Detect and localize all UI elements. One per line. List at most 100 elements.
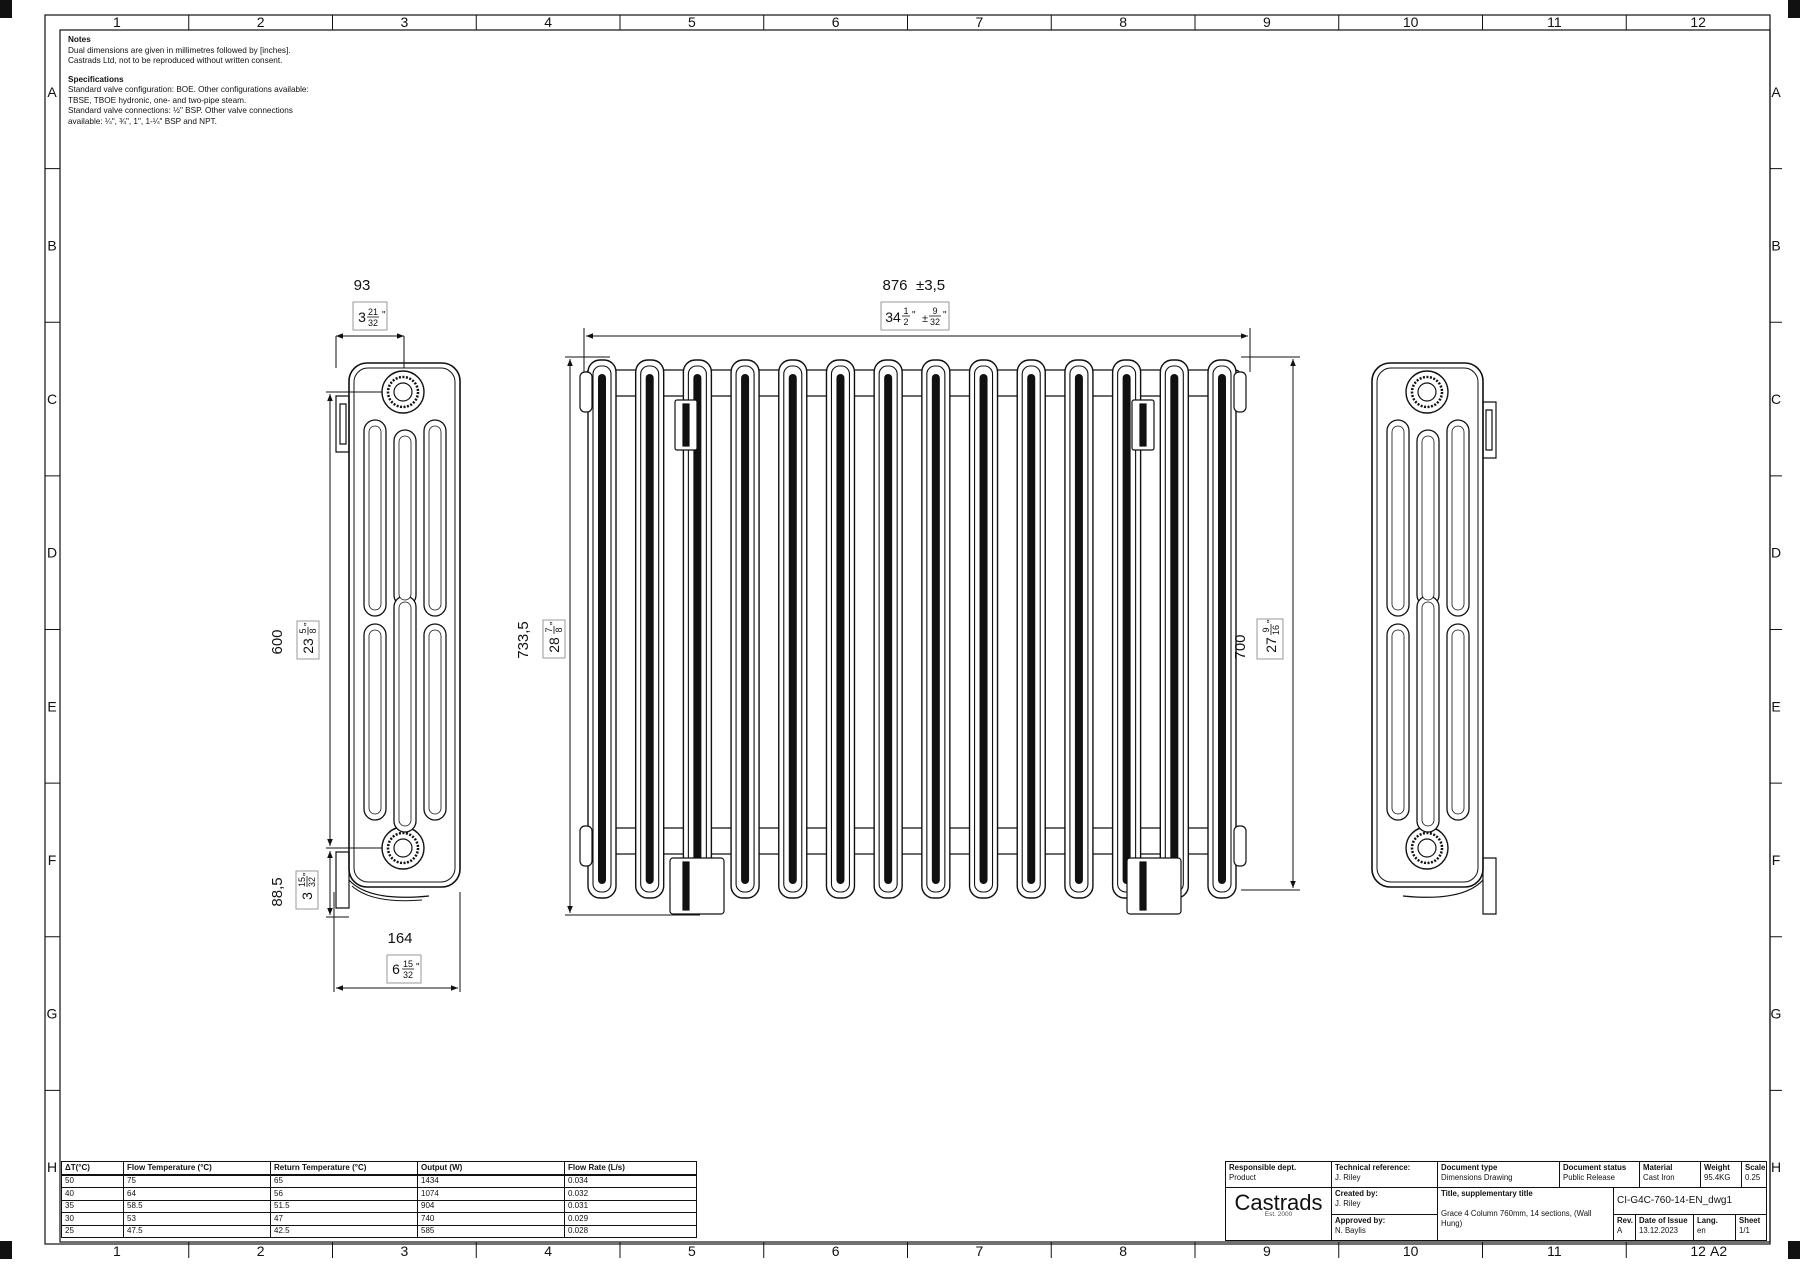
spec-line: Standard valve configuration: BOE. Other… — [68, 85, 309, 94]
dim-length-tol-in-mark: " — [943, 310, 947, 321]
radiator-section — [1207, 359, 1237, 899]
dim-length-in-den: 2 — [903, 317, 908, 327]
table-row: 50 75 65 1434 0.034 — [61, 1174, 697, 1188]
zone-row-label: E — [47, 698, 56, 714]
radiator-section — [730, 359, 760, 899]
zone-row-label: B — [47, 237, 56, 253]
dim-length-tol-in-num: 9 — [932, 306, 937, 316]
weight-label: Weight — [1704, 1163, 1730, 1172]
radiator-section — [778, 359, 808, 899]
side-view-left — [335, 362, 461, 909]
end-plugs — [579, 371, 1247, 867]
radiator-section — [921, 359, 951, 899]
radiator-section — [634, 359, 665, 899]
zone-column-label: 12 — [1690, 14, 1706, 30]
dim-bottom-in-den: 32 — [307, 877, 317, 887]
dim-centres-in-num: 5 — [298, 628, 308, 633]
dim-side-width-in-num: 21 — [368, 307, 378, 317]
dim-bottom-mm: 88,5 — [269, 877, 286, 906]
document-type-value: Dimensions Drawing — [1441, 1173, 1513, 1182]
dim-height-in-whole: 27 — [1263, 637, 1279, 653]
zone-row-label: B — [1771, 237, 1780, 253]
dim-centres-in-den: 8 — [308, 628, 318, 633]
dim-depth-mm: 164 — [387, 930, 412, 947]
dim-overall-height-in-den: 8 — [554, 627, 564, 632]
notes-heading: Notes — [68, 35, 91, 44]
drawing-number: CI-G4C-760-14-EN_dwg1 — [1617, 1195, 1733, 1206]
zone-grid — [45, 15, 1782, 1258]
table-cell: 1434 — [417, 1174, 565, 1188]
sheet-value: 1/1 — [1739, 1226, 1750, 1235]
dimension-lines-front — [565, 328, 1300, 916]
front-view — [579, 359, 1247, 915]
radiator-section — [825, 359, 856, 899]
dim-length-tol-sign: ± — [922, 313, 928, 325]
revision-cell: Rev. A — [1613, 1214, 1636, 1241]
performance-table: ΔT(°C) Flow Temperature (°C) Return Temp… — [61, 1161, 697, 1238]
title-label: Title, supplementary title — [1441, 1189, 1533, 1198]
table-cell: 65 — [270, 1174, 418, 1188]
dim-length-tol-mm: ±3,5 — [916, 277, 945, 294]
dim-overall-height-in-mark: " — [549, 621, 560, 625]
table-cell: 53 — [123, 1212, 271, 1226]
material-cell: Material Cast Iron — [1639, 1161, 1701, 1188]
document-type-label: Document type — [1441, 1163, 1498, 1172]
zone-column-label: 4 — [544, 1243, 552, 1259]
date-cell: Date of Issue 13.12.2023 — [1635, 1214, 1694, 1241]
radiator-section — [968, 359, 999, 899]
dim-side-width-in-den: 32 — [368, 318, 378, 328]
zone-column-label: 7 — [975, 1243, 983, 1259]
table-header: Flow Rate (L/s) — [564, 1161, 697, 1176]
table-cell: 0.028 — [564, 1224, 697, 1238]
created-by-value: J. Riley — [1335, 1199, 1361, 1208]
zone-column-label: 4 — [544, 14, 552, 30]
table-row: 25 47.5 42.5 585 0.028 — [61, 1224, 697, 1238]
zone-row-label: C — [1771, 391, 1781, 407]
dim-side-width-mm: 93 — [354, 277, 371, 294]
company-logo: Castrads Est. 2000 — [1225, 1187, 1332, 1241]
sheet-cell: Sheet 1/1 — [1735, 1214, 1767, 1241]
zone-column-label: 2 — [257, 14, 265, 30]
dim-height-in-den: 16 — [1271, 625, 1281, 635]
table-cell: 58.5 — [123, 1199, 271, 1213]
zone-column-label: 3 — [400, 14, 408, 30]
responsible-dept-label: Responsible dept. — [1229, 1163, 1297, 1172]
corner-mark — [0, 1241, 12, 1259]
zone-row-label: D — [1771, 545, 1781, 561]
dim-length-in-num: 1 — [903, 306, 908, 316]
dim-length-in-whole: 34 — [885, 309, 901, 325]
radiator-section — [873, 359, 903, 899]
zone-row-label: G — [1771, 1006, 1782, 1022]
dim-height-in-mark: " — [1266, 619, 1277, 623]
dim-overall-height-in-whole: 28 — [546, 637, 562, 653]
zone-column-label: 2 — [257, 1243, 265, 1259]
zone-column-label: 6 — [832, 14, 840, 30]
table-header: ΔT(°C) — [61, 1161, 124, 1176]
created-by-cell: Created by: J. Riley — [1331, 1187, 1438, 1215]
notes-line: Castrads Ltd, not to be reproduced witho… — [68, 56, 283, 65]
dim-length-mm: 876 — [882, 277, 907, 294]
table-cell: 740 — [417, 1212, 565, 1226]
dim-overall-height-in-num: 7 — [544, 627, 554, 632]
approved-by-label: Approved by: — [1335, 1216, 1386, 1225]
table-cell: 47.5 — [123, 1224, 271, 1238]
drawing-number-cell: CI-G4C-760-14-EN_dwg1 — [1613, 1187, 1767, 1215]
logo-established: Est. 2000 — [1264, 1211, 1293, 1218]
radiator-section — [1064, 359, 1094, 899]
table-cell: 0.032 — [564, 1187, 697, 1201]
table-cell: 0.031 — [564, 1199, 697, 1213]
zone-column-label: 7 — [975, 14, 983, 30]
zone-column-label: 9 — [1263, 14, 1271, 30]
dimension-lines-left — [326, 333, 461, 992]
spec-line: Standard valve connections: ½" BSP. Othe… — [68, 106, 293, 115]
notes-line: Dual dimensions are given in millimetres… — [68, 45, 291, 55]
responsible-dept-cell: Responsible dept. Product — [1225, 1161, 1332, 1188]
zone-row-label: F — [1772, 852, 1781, 868]
zone-row-label: A — [47, 84, 57, 100]
language-cell: Lang. en — [1693, 1214, 1736, 1241]
table-cell: 47 — [270, 1212, 418, 1226]
zone-column-label: 10 — [1403, 14, 1419, 30]
revision-value: A — [1617, 1226, 1623, 1235]
dim-bottom-in-mark: " — [302, 872, 313, 876]
